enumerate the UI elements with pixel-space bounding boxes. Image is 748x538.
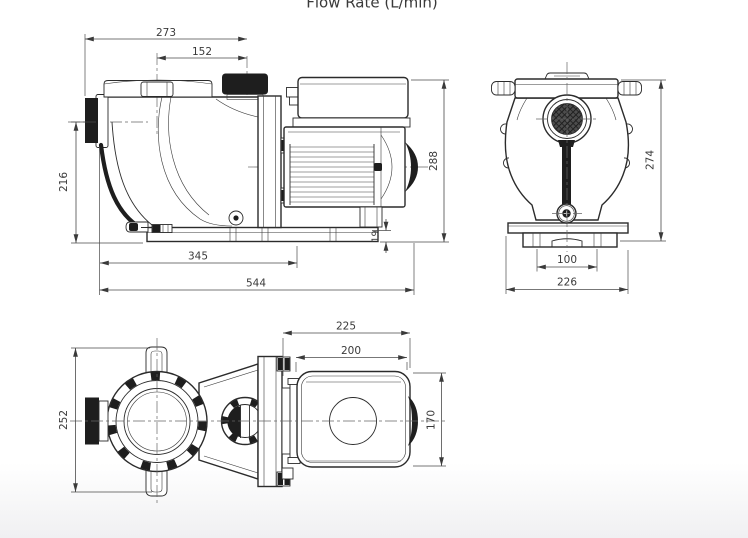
motor-fins: [289, 144, 375, 205]
flow-rate-axis-label: Flow Rate (L/min): [306, 0, 438, 12]
side-view: 273 152 216 345 544 288: [58, 27, 449, 295]
box-base: [292, 117, 411, 128]
dim-overall-length: 544: [246, 278, 266, 290]
motor-end-bell: [405, 142, 418, 192]
seal-flange: [257, 95, 282, 229]
side-view-dimensions: 273 152 216 345 544 288: [58, 27, 449, 295]
dim-base-length: 345: [188, 251, 208, 263]
seal-flange-top: [257, 355, 283, 488]
dim-base-thickness: 19: [371, 230, 382, 242]
top-view-dimensions: 225 200 252 170: [58, 321, 446, 493]
front-view: 274 100 226: [491, 62, 666, 294]
front-view-body: [491, 62, 642, 252]
dim-lid-offset: 152: [192, 46, 212, 58]
dim-overall-height: 288: [428, 151, 440, 171]
motor-top: [296, 370, 411, 468]
pot-front-edge: [98, 142, 144, 231]
base-plate: [146, 226, 379, 243]
dim-foot-spacing: 100: [557, 254, 577, 266]
motor-foot: [359, 206, 383, 228]
front-base-strip: [507, 222, 629, 234]
inlet-port: [85, 98, 98, 143]
dim-front-height: 274: [645, 150, 657, 170]
clamp-bar: [562, 142, 571, 206]
dim-motor-assembly-length: 225: [336, 321, 356, 333]
dim-top-width: 273: [156, 27, 176, 39]
dim-motor-body-length: 200: [341, 345, 361, 357]
air-relief-valve: [222, 73, 268, 95]
electrical-box: [297, 76, 409, 119]
top-view-body: [70, 338, 448, 503]
dim-inlet-height: 216: [58, 172, 70, 192]
lid-knob: [140, 81, 174, 97]
dim-motor-width: 170: [426, 410, 438, 430]
top-view: 225 200 252 170: [58, 321, 448, 503]
left-ear: [491, 81, 516, 96]
side-view-body: [68, 53, 430, 243]
drain-plug: [228, 210, 244, 226]
conduit-stub: [286, 87, 299, 98]
dim-base-width: 226: [557, 277, 577, 289]
dim-strainer-width: 252: [58, 410, 70, 430]
bottom-plug: [151, 224, 173, 233]
front-view-dimensions: 274 100 226: [505, 79, 666, 294]
front-feet: [522, 232, 618, 248]
